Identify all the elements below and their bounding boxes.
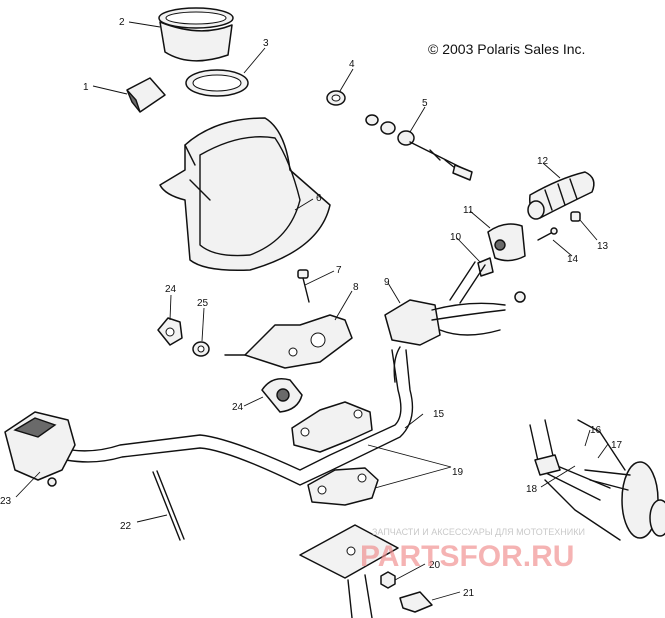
callout-4: 4 bbox=[349, 59, 355, 70]
part-15-handlebar bbox=[59, 346, 414, 486]
callout-1: 1 bbox=[83, 82, 89, 93]
callout-8: 8 bbox=[353, 282, 359, 293]
callout-16: 16 bbox=[590, 425, 602, 436]
leader-lines bbox=[15, 21, 609, 601]
callout-15: 15 bbox=[433, 409, 445, 420]
watermark-brand: PARTSFOR.RU bbox=[360, 540, 574, 573]
part-6-cowl bbox=[159, 117, 331, 272]
callout-5: 5 bbox=[422, 98, 428, 109]
part-4-nut bbox=[326, 90, 346, 106]
watermark: ЗАПЧАСТИ И АКСЕССУАРЫ ДЛЯ МОТОТЕХНИКИ PA… bbox=[360, 527, 585, 573]
part-19-clamp-lower bbox=[307, 467, 379, 506]
callout-3: 3 bbox=[263, 38, 269, 49]
part-21-nut bbox=[399, 591, 433, 613]
part-2-tube bbox=[158, 7, 234, 62]
part-1-block bbox=[126, 77, 166, 113]
part-3-ring bbox=[185, 69, 249, 97]
callout-23: 23 bbox=[0, 496, 12, 507]
part-19-clamp-upper bbox=[291, 401, 373, 453]
callout-7: 7 bbox=[336, 265, 342, 276]
callout-20: 20 bbox=[429, 560, 441, 571]
callout-6: 6 bbox=[316, 193, 322, 204]
part-24-switch bbox=[261, 378, 303, 413]
part-8-mount-plate bbox=[224, 314, 353, 369]
copyright-notice: © 2003 Polaris Sales Inc. bbox=[428, 41, 585, 57]
callout-19: 19 bbox=[452, 467, 464, 478]
callout-17: 17 bbox=[611, 440, 623, 451]
callout-13: 13 bbox=[597, 241, 609, 252]
callout-18: 18 bbox=[526, 484, 538, 495]
part-13-bolt bbox=[570, 211, 581, 222]
part-23-switch-housing bbox=[4, 411, 76, 487]
callout-24-upper: 24 bbox=[165, 284, 177, 295]
part-12-grip bbox=[527, 171, 595, 220]
part-24-clamp-upper bbox=[157, 317, 183, 346]
part-22-long-bolt bbox=[152, 470, 185, 541]
callout-22: 22 bbox=[120, 521, 132, 532]
part-25-washer bbox=[192, 341, 210, 357]
part-11-throttle-housing bbox=[487, 223, 526, 262]
part-5-cable-adjuster bbox=[365, 114, 473, 181]
callout-labels: 1 2 3 4 5 6 7 8 9 10 11 12 13 14 15 16 1… bbox=[0, 17, 623, 599]
part-7-bolt bbox=[297, 269, 310, 303]
part-20-bracket bbox=[299, 524, 399, 618]
callout-14: 14 bbox=[567, 254, 579, 265]
callout-10: 10 bbox=[450, 232, 462, 243]
callout-11: 11 bbox=[463, 205, 474, 216]
part-14-screw bbox=[537, 227, 558, 241]
part-9-master-cylinder bbox=[384, 261, 526, 346]
callout-2: 2 bbox=[119, 17, 125, 28]
watermark-tagline: ЗАПЧАСТИ И АКСЕССУАРЫ ДЛЯ МОТОТЕХНИКИ bbox=[372, 527, 585, 537]
callout-12: 12 bbox=[537, 156, 549, 167]
part-16-17-18-column-assembly bbox=[529, 419, 665, 541]
callout-24-lower: 24 bbox=[232, 402, 244, 413]
callout-25: 25 bbox=[197, 298, 209, 309]
callout-21: 21 bbox=[463, 588, 475, 599]
callout-9: 9 bbox=[384, 277, 390, 288]
